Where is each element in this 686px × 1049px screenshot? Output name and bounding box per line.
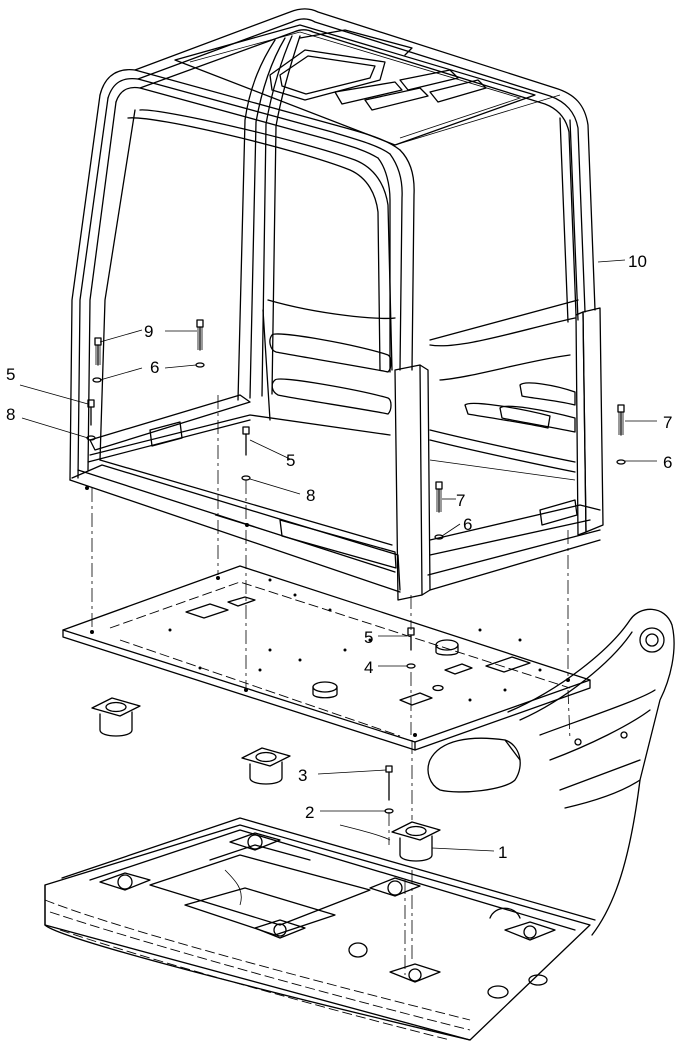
callout-8-middle: 8 [306, 486, 315, 505]
callout-1: 1 [498, 843, 507, 862]
callout-6-left: 6 [150, 358, 159, 377]
callout-6-right: 6 [663, 453, 672, 472]
callout-5-lower: 5 [364, 628, 373, 647]
callout-5-left: 5 [6, 365, 15, 384]
cab-fasteners [86, 319, 626, 814]
callout-7-right: 7 [663, 413, 672, 432]
cab-frame [69, 8, 604, 601]
callout-8-left: 8 [6, 405, 15, 424]
part-callouts: 1 2 3 4 5 5 5 6 6 6 7 7 8 8 9 10 [6, 252, 672, 862]
support-arm [427, 608, 675, 936]
alignment-centerlines [91, 395, 571, 975]
callout-6-center: 6 [463, 515, 472, 534]
base-frame [44, 817, 596, 1041]
floor-plate [62, 565, 591, 751]
callout-5-middle: 5 [286, 451, 295, 470]
callout-10: 10 [628, 252, 647, 271]
callout-3: 3 [298, 766, 307, 785]
leader-lines [19, 259, 657, 852]
dampers [91, 697, 441, 862]
callout-2: 2 [305, 803, 314, 822]
callout-7-center: 7 [456, 491, 465, 510]
callout-4: 4 [364, 658, 373, 677]
callout-9: 9 [144, 322, 153, 341]
